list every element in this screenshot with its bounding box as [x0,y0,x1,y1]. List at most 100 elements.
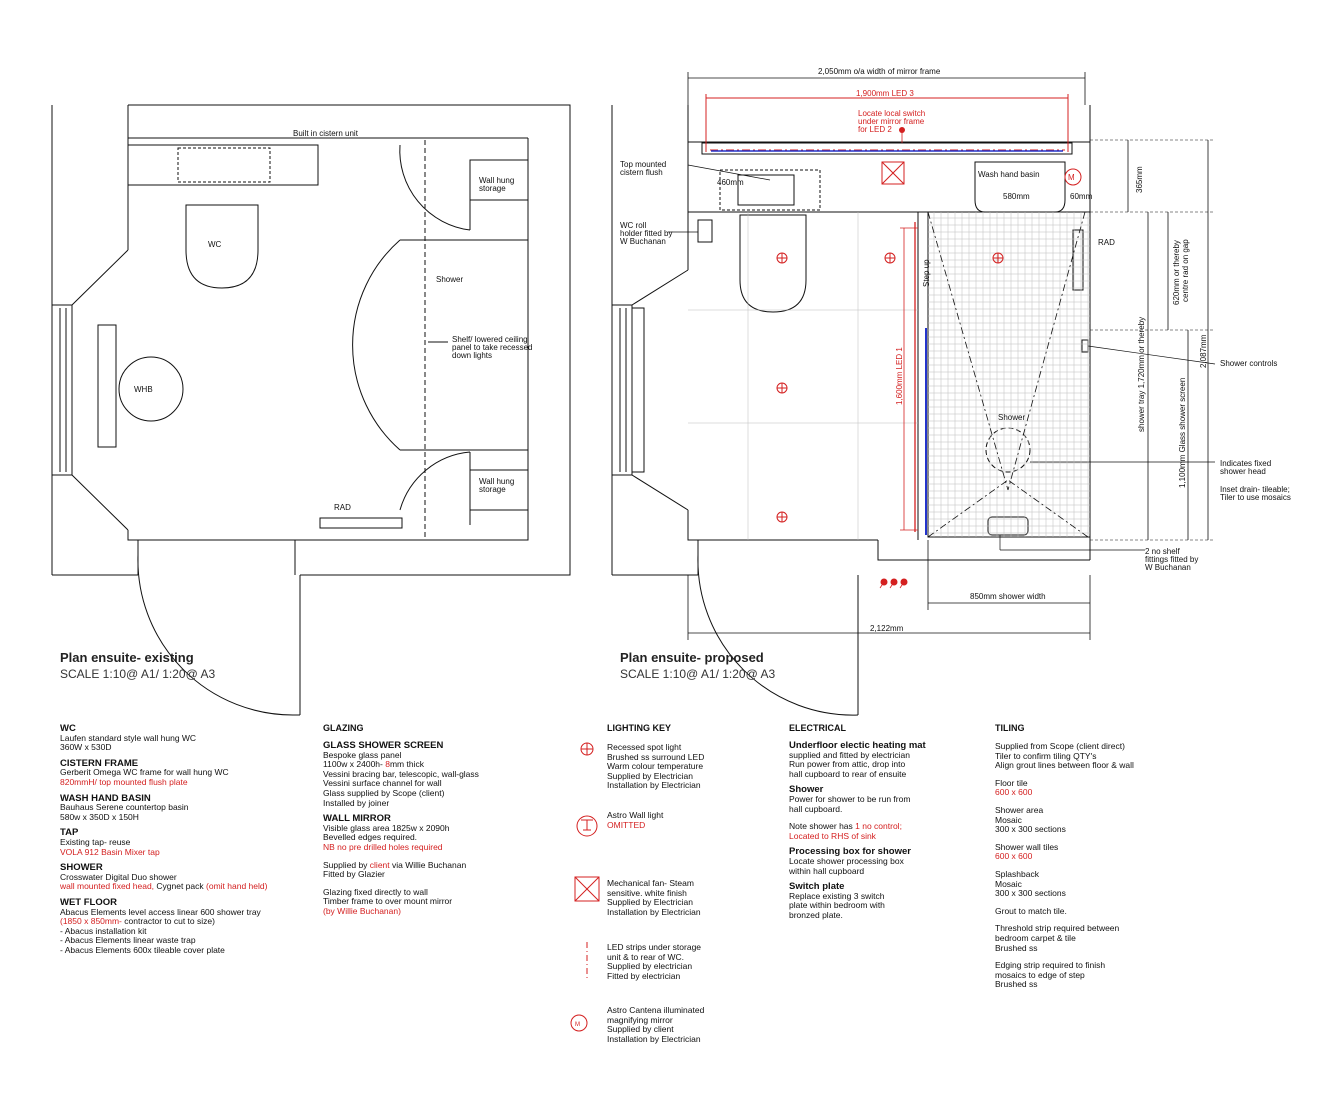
spec-span: 1100w x 2400h- [323,759,386,770]
label-shelf-3: down lights [452,351,492,360]
dim-tray: shower tray 1,720mm or thereby [1137,317,1146,432]
label-step-up: Step up [922,259,931,287]
spec-wetfloor-heading: WET FLOOR [60,896,117,908]
label-rad-existing: RAD [334,503,351,512]
spec-line: Astro Cantena illuminated [607,1005,705,1015]
label-whb-existing: WHB [134,385,153,394]
spec-line: (by Willie Buchanan) [323,905,401,916]
spec-line: 820mmH/ top mounted flush plate [60,776,188,787]
spec-span: via Willie Buchanan [389,859,467,870]
label-storage-bot: Wall hung [479,477,514,486]
dim-580: 580mm [1003,192,1030,201]
mirror-mark-plan: M [1068,173,1075,182]
spec-span: (1850 x 850mm- [60,916,122,927]
label-shelf-2: panel to take recessed [452,343,533,352]
spotlights [776,252,1004,523]
label-shower-controls: Shower controls [1220,359,1277,368]
spec-line: Replace existing 3 switch [789,890,885,901]
spec-line: Abacus Elements level access linear 600 … [60,906,261,917]
spec-span: Supplied by [323,859,370,870]
spec-span: Note shower has [789,821,856,832]
label-inset-1: Inset drain- tileable; [1220,485,1290,494]
dim-mirror-width: 2,050mm o/a width of mirror frame [818,67,941,76]
existing-whb [118,356,184,422]
existing-plan-title: Plan ensuite- existing [60,650,194,665]
spec-line: 300 x 300 sections [995,824,1066,835]
spec-line: Installation by Electrician [607,906,701,917]
label-switch-1: Locate local switch [858,109,925,118]
spec-line: Installation by Electrician [607,780,701,791]
label-fixed-head-1: Indicates fixed [1220,459,1271,468]
spec-cistern-heading: CISTERN FRAME [60,757,139,769]
spotlight-cross [885,253,895,263]
existing-plan [51,104,571,716]
existing-labels: Built in cistern unit WC WHB Wall hung s… [60,129,533,681]
label-wc-roll-1: WC roll [620,221,646,230]
label-wc-roll-3: W Buchanan [620,237,666,246]
label-wc-existing: WC [208,240,222,249]
spec-line: Fitted by Glazier [323,869,385,880]
spec-line: OMITTED [607,819,646,830]
spec-span: (omit hand held) [206,881,268,892]
dim-460: 460mm [717,178,744,187]
label-rad-proposed: RAD [1098,238,1115,247]
spec-line: 600 x 600 [995,787,1033,798]
spec-line: Bespoke glass panel [323,749,402,760]
label-shelf-fit-2: fittings fitted by [1145,555,1198,564]
existing-plan-scale: SCALE 1:10@ A1/ 1:20@ A3 [60,667,215,681]
spec-line: Glazing fixed directly to wall [323,886,428,897]
dim-365: 365mm [1135,166,1144,193]
spec-line: Floor tile [995,777,1028,788]
dim-620-1: 620mm or thereby [1172,240,1181,305]
spotlight-cross [777,253,787,263]
shower-area [927,211,1091,538]
spec-electrical-column: Underfloor electic heating mat supplied … [789,741,969,921]
spec-line: Laufen standard style wall hung WC [60,732,197,743]
lighting-wall-text: Astro Wall light OMITTED [607,810,777,830]
spec-line: Bevelled edges required. [323,832,418,843]
label-cistern-existing: Built in cistern unit [293,129,359,138]
wall-light-key-icon [576,815,598,837]
spec-wc-heading: WC [60,723,76,734]
shower-screen-lines [927,211,1089,538]
proposed-door [697,554,859,716]
spec-line: Bauhaus Serene countertop basin [60,802,189,813]
spec-line: Run power from attic, drop into [789,759,906,770]
spec-line: 300 x 300 sections [995,888,1066,899]
existing-cistern-unit [127,144,319,186]
spec-line: bedroom carpet & tile [995,932,1076,943]
spec-line: Glass supplied by Scope (client) [323,787,445,798]
spec-line: Fitted by electrician [607,970,681,981]
label-cistern-2: cistern flush [620,168,663,177]
label-shower-proposed: Shower [998,413,1025,422]
existing-window [51,304,73,476]
spec-tiling-column: Supplied from Scope (client direct) Tile… [995,741,1195,990]
spec-glass-screen-heading: GLASS SHOWER SCREEN [323,740,444,751]
mechanical-fan [881,161,905,185]
spec-elec-shower-heading: Shower [789,784,824,796]
spec-line: Supplied by client via Willie Buchanan [323,859,563,871]
mirror-key-icon [570,1014,588,1032]
spec-line: Power for shower to be run from [789,793,911,804]
lighting-fan-text: Mechanical fan- Steam sensitive. white f… [607,878,777,917]
spec-line: Supplied by Electrician [607,770,693,781]
spec-line: Vessini bracing bar, telescopic, wall-gl… [323,768,479,779]
spec-line: Supplied by Electrician [607,897,693,908]
spec-span: Cygnet pack [154,881,207,892]
spotlight-key-icon [580,742,594,756]
spec-line: Recessed spot light [607,742,682,752]
spec-line: VOLA 912 Basin Mixer tap [60,846,160,857]
existing-shower-screen [352,239,401,451]
spec-line: Located to RHS of sink [789,830,876,841]
spec-line: Brushed ss surround LED [607,751,705,762]
spec-line: Threshold strip required between [995,923,1120,934]
spec-shower-heading: SHOWER [60,862,103,874]
spec-line: (1850 x 850mm- contractor to cut to size… [60,916,310,927]
label-shelf-1: Shelf/ lowered ceiling [452,335,528,344]
proposed-plan-title: Plan ensuite- proposed [620,650,764,665]
proposed-wc [739,214,807,313]
fan-key-icon [574,876,600,902]
mirror-key-mark: M [575,1022,580,1028]
proposed-plan [611,72,1216,716]
spec-glazing-column: GLASS SHOWER SCREEN Bespoke glass panel … [323,741,563,917]
